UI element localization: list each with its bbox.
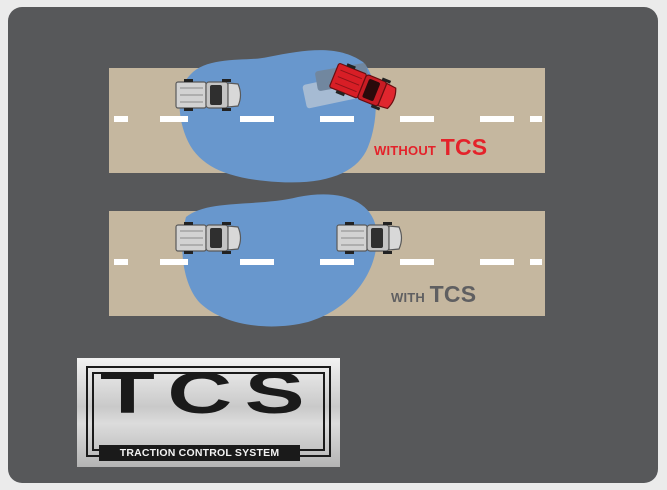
diagram-panel: WITHOUT TCS WITH TCS TCS TRACTION CONTRO… [8,7,658,483]
tcs-badge: TCS TRACTION CONTROL SYSTEM [77,358,340,467]
label-with-suffix: TCS [429,281,477,307]
road-without-tcs [109,50,545,183]
traction-scene [109,50,545,327]
label-without-tcs: WITHOUT TCS [374,134,487,161]
road-with-tcs [109,194,545,327]
label-without-suffix: TCS [440,134,488,160]
badge-caption: TRACTION CONTROL SYSTEM [99,445,300,461]
car-left-bottom [175,221,242,255]
lane-markings-top [114,116,542,122]
car-right-bottom [336,221,403,255]
label-without-prefix: WITHOUT [374,143,437,158]
car-left-top [175,78,242,112]
tcs-logo-text: TCS [100,361,317,426]
label-with-tcs: WITH TCS [391,281,476,308]
label-with-prefix: WITH [391,290,426,305]
lane-markings-bottom [114,259,542,265]
